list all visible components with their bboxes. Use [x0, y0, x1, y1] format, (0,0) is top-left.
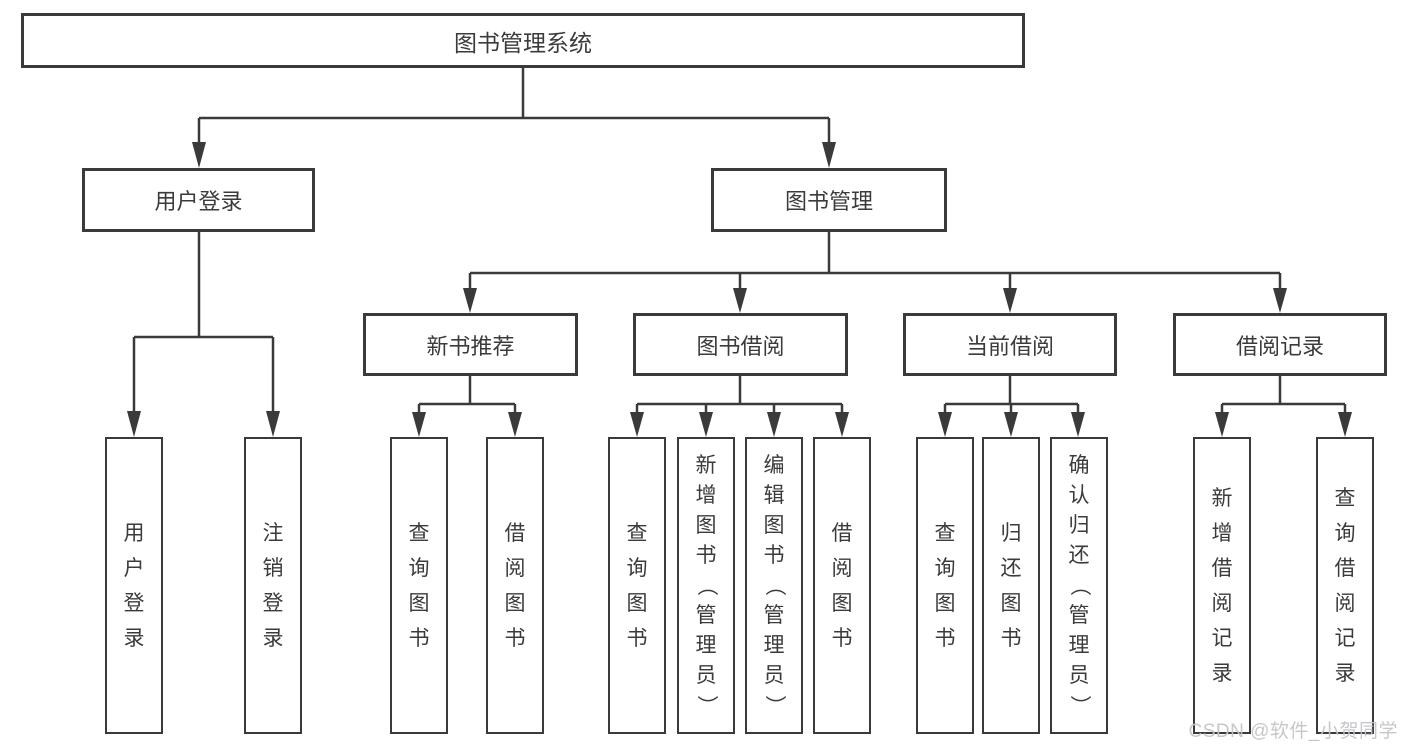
node-label: 查询图书: [626, 521, 648, 650]
connector-line: [943, 376, 1080, 413]
node-root: 图书管理系统: [21, 13, 1025, 68]
connector-line: [468, 232, 1282, 290]
node-book-management: 图书管理: [711, 168, 947, 232]
node-logout: 注销登录: [244, 437, 302, 734]
arrowhead: [733, 288, 747, 313]
arrowhead: [835, 412, 849, 437]
arrowhead: [127, 411, 141, 437]
arrowhead: [1003, 288, 1017, 313]
connector-line: [1220, 376, 1347, 413]
connector-line: [635, 376, 844, 413]
node-label: 借阅图书: [504, 521, 526, 650]
node-new-book-recommend: 新书推荐: [363, 313, 578, 376]
arrowhead: [508, 412, 522, 437]
arrowhead: [767, 412, 781, 437]
node-add-books-admin: 新增图书（管理员）: [677, 437, 735, 734]
node-borrow-books-leaf: 借阅图书: [813, 437, 871, 734]
node-label: 注销登录: [262, 521, 284, 650]
node-label: 编辑图书（管理员）: [762, 454, 786, 716]
node-root-label: 图书管理系统: [454, 29, 592, 56]
node-label: 归还图书: [1000, 521, 1022, 650]
connector-new-book-children: [412, 376, 522, 437]
node-user-login-leaf: 用户登录: [105, 437, 163, 734]
node-label: 图书管理: [784, 189, 873, 214]
node-label: 用户登录: [123, 521, 145, 650]
node-current-borrow: 当前借阅: [903, 313, 1117, 376]
connector-user-login-children: [127, 232, 280, 437]
node-confirm-return-admin: 确认归还（管理员）: [1050, 437, 1108, 734]
node-add-borrow-record: 新增借阅记录: [1193, 437, 1251, 734]
arrowhead: [938, 412, 952, 437]
connector-line: [132, 232, 275, 413]
arrowhead: [192, 142, 206, 168]
arrowhead: [1273, 288, 1287, 313]
connector-book-borrow-children: [630, 376, 849, 437]
node-label: 新增借阅记录: [1211, 486, 1233, 685]
arrowhead: [463, 288, 477, 313]
arrowhead: [630, 412, 644, 437]
arrowhead: [822, 142, 836, 168]
connector-current-borrow-children: [938, 376, 1085, 437]
connector-book-management-sections: [463, 232, 1287, 313]
node-user-login: 用户登录: [82, 168, 315, 232]
node-query-books-current: 查询图书: [916, 437, 974, 734]
node-query-books-recommend: 查询图书: [390, 437, 448, 734]
node-return-books: 归还图书: [982, 437, 1040, 734]
node-query-borrow-record: 查询借阅记录: [1316, 437, 1374, 734]
node-borrow-records: 借阅记录: [1173, 313, 1387, 376]
arrowhead: [1071, 412, 1085, 437]
connector-borrow-records-children: [1215, 376, 1352, 437]
node-label: 查询借阅记录: [1334, 486, 1356, 685]
node-label: 借阅图书: [831, 521, 853, 650]
connector-line: [417, 376, 517, 413]
node-label: 图书借阅: [696, 333, 785, 359]
connector-root-to-level2: [192, 68, 836, 168]
watermark: CSDN @软件_小贺同学: [1188, 721, 1398, 742]
node-query-books-borrow: 查询图书: [608, 437, 666, 734]
arrowhead: [1004, 412, 1018, 437]
node-borrow-books-recommend: 借阅图书: [486, 437, 544, 734]
node-label: 查询图书: [408, 521, 430, 650]
node-label: 新增图书（管理员）: [694, 454, 718, 716]
node-label: 用户登录: [154, 189, 243, 214]
node-book-borrow: 图书借阅: [633, 313, 848, 376]
node-label: 确认归还（管理员）: [1067, 454, 1091, 716]
arrowhead: [412, 412, 426, 437]
arrowhead: [1215, 412, 1229, 437]
node-label: 新书推荐: [426, 333, 515, 359]
node-edit-books-admin: 编辑图书（管理员）: [745, 437, 803, 734]
connector-line: [197, 68, 831, 144]
arrowhead: [699, 412, 713, 437]
node-label: 当前借阅: [965, 333, 1054, 359]
arrowhead: [1338, 412, 1352, 437]
node-label: 查询图书: [934, 521, 956, 650]
arrowhead: [266, 411, 280, 437]
node-label: 借阅记录: [1235, 333, 1324, 359]
